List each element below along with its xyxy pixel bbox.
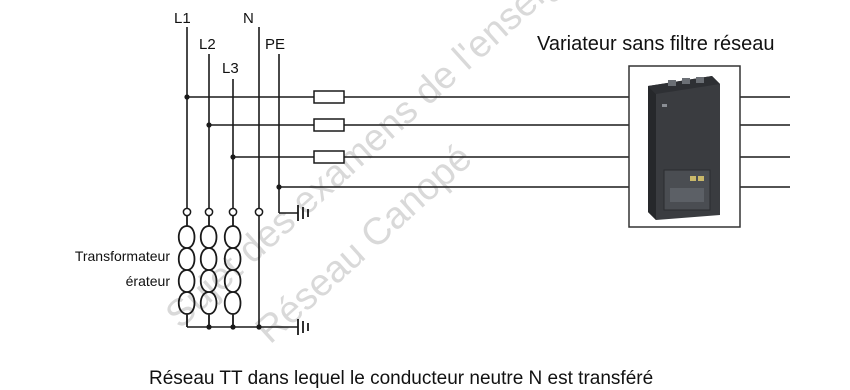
junction-dot (256, 324, 262, 330)
drive-status-led (690, 176, 696, 181)
label-l1: L1 (174, 10, 191, 27)
fuse-l2 (313, 118, 345, 132)
terminal-l1 (182, 207, 192, 217)
earth-symbol-neutral (297, 319, 309, 335)
terminal-n (254, 207, 264, 217)
winding-l1 (177, 216, 196, 327)
wiring (186, 27, 790, 328)
drive-side (648, 86, 656, 220)
label-l2: L2 (199, 36, 216, 53)
terminals (182, 207, 264, 217)
label-n: N (243, 10, 254, 27)
earth-symbol-pe (297, 205, 309, 221)
transformer-label-line1: Transformateur (75, 248, 171, 264)
fuse-l1 (313, 90, 345, 104)
drive-vent (668, 80, 676, 86)
terminal-l2 (204, 207, 214, 217)
junction-dots (184, 94, 282, 330)
junction-dot (230, 154, 236, 160)
drive-terminal-block (670, 188, 704, 202)
drive-status-led (698, 176, 704, 181)
junction-dot (276, 184, 282, 190)
label-pe: PE (265, 36, 285, 53)
label-l3: L3 (222, 60, 239, 77)
drive-vent (682, 78, 690, 84)
transformer-label-line2: érateur (126, 273, 171, 289)
caption: Réseau TT dans lequel le conducteur neut… (149, 368, 653, 389)
winding-l2 (199, 216, 218, 327)
transformer-windings (177, 216, 242, 327)
drive-unit (628, 65, 741, 228)
drive-indicator (662, 104, 667, 107)
drive-vent (696, 77, 704, 83)
terminal-l3 (228, 207, 238, 217)
drive-title: Variateur sans filtre réseau (537, 33, 775, 55)
winding-l3 (223, 216, 242, 327)
junction-dot (206, 122, 212, 128)
fuse-l3 (313, 150, 345, 164)
fuses (313, 90, 345, 164)
junction-dot (184, 94, 190, 100)
